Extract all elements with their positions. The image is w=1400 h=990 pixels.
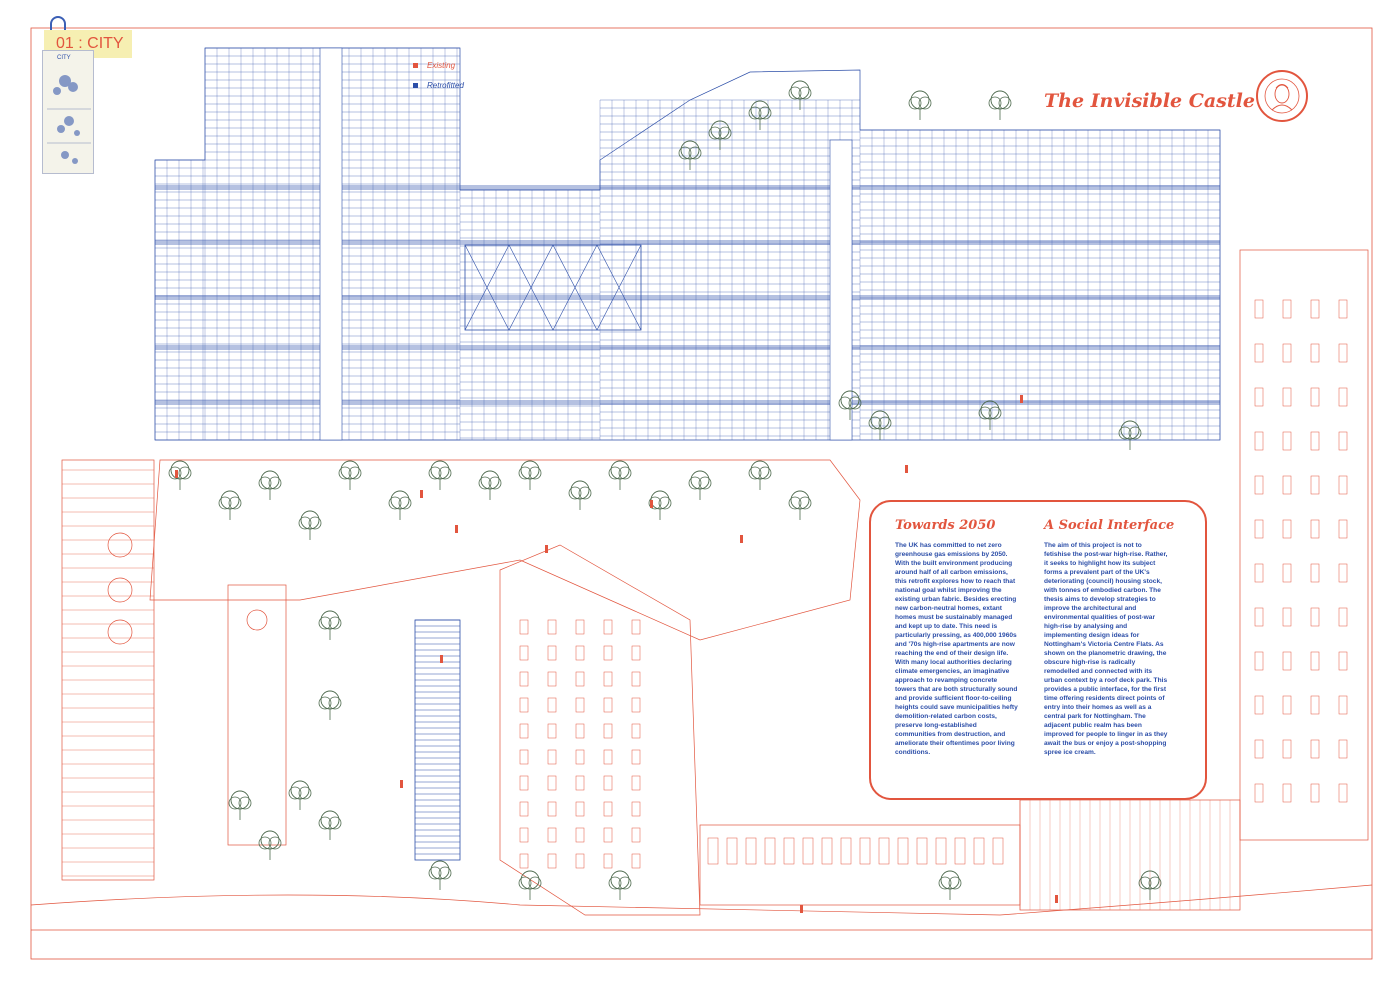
retrofitted-tower [154, 47, 1221, 861]
people [175, 395, 1058, 913]
column-body: The aim of this project is not to fetish… [1044, 542, 1168, 756]
sheet-border [30, 27, 1373, 960]
legend-existing: Existing [413, 61, 455, 70]
street-edge [30, 884, 1373, 916]
trees [168, 80, 1162, 900]
staircase [414, 619, 461, 861]
retrofitted-swatch [413, 83, 418, 89]
legend-retrofitted-label: Retrofitted [427, 81, 464, 90]
right-building [1239, 249, 1369, 841]
page-title: The Invisible Castle [1044, 90, 1255, 112]
glass-atrium [464, 244, 642, 331]
ornate-building [499, 544, 701, 916]
existing-swatch [413, 63, 418, 69]
column-towards-2050: Towards 2050 The UK has committed to net… [895, 518, 1019, 757]
legend-retrofitted: Retrofitted [413, 81, 464, 90]
thumbnail-label: CITY [57, 55, 71, 61]
clock-tower [227, 584, 287, 846]
left-building [61, 459, 155, 881]
column-heading: A Social Interface [1044, 518, 1175, 533]
text-panel: Towards 2050 The UK has committed to net… [869, 500, 1207, 800]
existing-context [30, 249, 1373, 931]
thumbnail-sketch [47, 75, 91, 164]
portrait-seal-icon [1256, 70, 1308, 122]
legend-existing-label: Existing [427, 61, 456, 70]
column-social-interface: A Social Interface The aim of this proje… [1044, 518, 1175, 757]
column-heading: Towards 2050 [895, 518, 996, 533]
shop-frontage [699, 824, 1021, 906]
column-body: The UK has committed to net zero greenho… [895, 542, 1018, 756]
sheet-thumbnail: CITY [42, 50, 94, 174]
